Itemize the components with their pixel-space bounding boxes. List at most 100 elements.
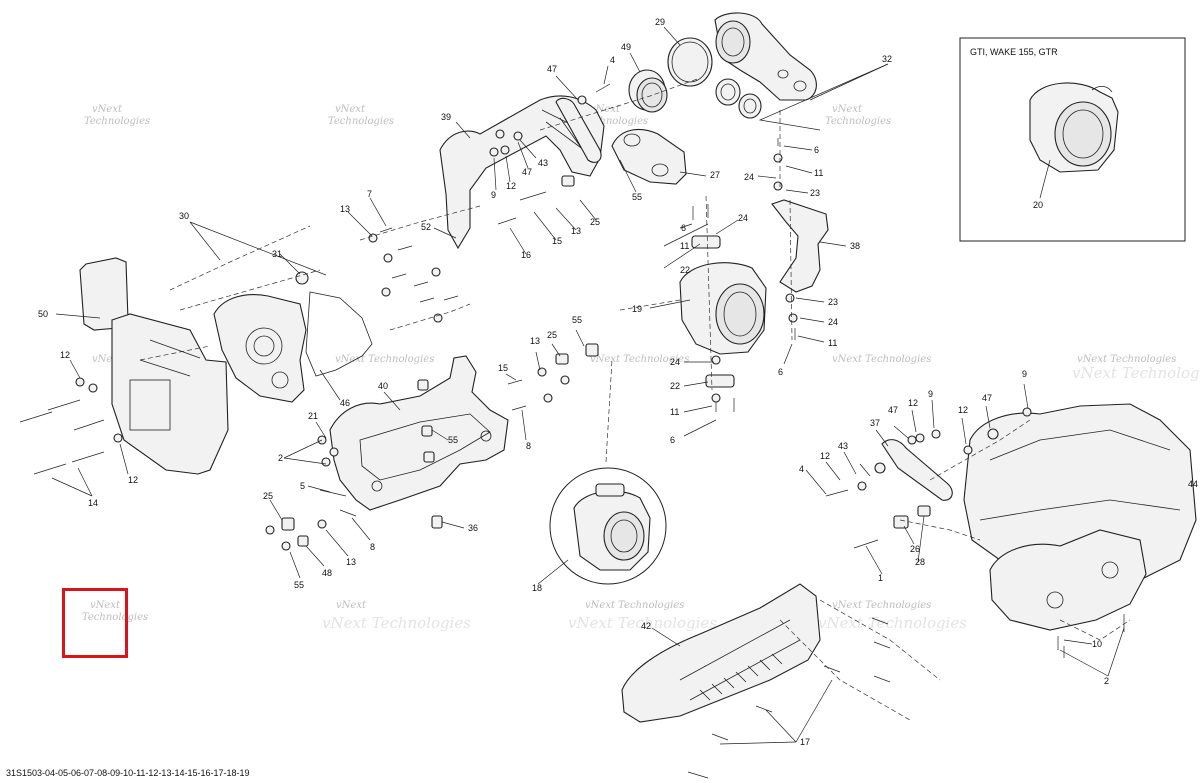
- watermark-top-left: vNext: [92, 104, 123, 115]
- watermark-mid-5-faint: vNext Technologies: [1072, 364, 1200, 382]
- callout-10: 10: [1092, 639, 1102, 649]
- watermark-bottom-3: vNext Technologies: [585, 600, 684, 611]
- callout-12-right-b: 12: [958, 405, 968, 415]
- callout-19: 19: [632, 304, 642, 314]
- watermark-bottom-4-faint: vNext Technologies: [818, 614, 967, 632]
- callout-6-mid: 6: [681, 223, 686, 233]
- inset-detail: [959, 37, 1186, 242]
- callout-6-right: 6: [778, 367, 783, 377]
- callout-12-top: 12: [506, 181, 516, 191]
- callout-12-lower-left: 12: [128, 475, 138, 485]
- callout-43: 43: [538, 158, 548, 168]
- callout-40: 40: [378, 381, 388, 391]
- watermark-mid-3: vNext Technologies: [590, 354, 689, 365]
- cover-gasket-part: [305, 291, 373, 377]
- callout-30: 30: [179, 211, 189, 221]
- callout-44: 44: [1188, 479, 1198, 489]
- link-arm-part: [881, 439, 953, 501]
- callout-labels: 29 49 4 47 32 6 11 24 23 39 43 9 12 47 5…: [38, 17, 1198, 747]
- callout-4-top: 4: [610, 55, 615, 65]
- leader-lines: [51, 26, 1125, 745]
- callout-11-top-right: 11: [814, 168, 823, 178]
- watermark-mid-4: vNext Technologies: [832, 354, 931, 365]
- callout-47-mid: 47: [522, 167, 532, 177]
- callout-13-top-mid: 13: [571, 226, 581, 236]
- callout-23-mid: 23: [828, 297, 838, 307]
- callout-2-right: 2: [1104, 676, 1109, 686]
- callout-7: 7: [367, 189, 372, 199]
- watermark-top-right: vNext: [832, 104, 863, 115]
- callout-18: 18: [532, 583, 542, 593]
- callout-31: 31: [272, 249, 282, 259]
- watermark-bottom-3-faint: vNext Technologies: [568, 614, 717, 632]
- watermark-top-mid-2: Technologies: [328, 116, 394, 127]
- inset-title: GTI, WAKE 155, GTR: [970, 47, 1058, 57]
- callout-8-low: 8: [370, 542, 375, 552]
- callout-25-top: 25: [590, 217, 600, 227]
- strap-bracket-part: [771, 199, 829, 293]
- callout-42: 42: [641, 621, 651, 631]
- callout-1: 1: [878, 573, 883, 583]
- callout-49: 49: [621, 42, 631, 52]
- callout-11-low: 11: [670, 407, 679, 417]
- callout-14: 14: [88, 498, 98, 508]
- callout-15-top: 15: [552, 236, 562, 246]
- callout-26: 26: [910, 544, 920, 554]
- assembly-lines: [139, 77, 1131, 721]
- callout-24-mid: 24: [738, 213, 748, 223]
- callout-16: 16: [521, 250, 531, 260]
- upper-assembly: [368, 12, 829, 412]
- callout-6-low: 6: [670, 435, 675, 445]
- callout-55-frame: 55: [448, 435, 458, 445]
- callout-43-right: 43: [838, 441, 848, 451]
- callout-12-right-c: 12: [820, 451, 830, 461]
- callout-5: 5: [300, 481, 305, 491]
- callout-28: 28: [915, 557, 925, 567]
- callout-13-mid: 13: [530, 336, 540, 346]
- callout-4-right: 4: [799, 464, 804, 474]
- callout-22-top: 22: [680, 265, 690, 275]
- callout-52: 52: [421, 222, 431, 232]
- callout-6-top-right: 6: [814, 145, 819, 155]
- callout-29: 29: [655, 17, 665, 27]
- callout-13-top-left: 13: [340, 204, 350, 214]
- callout-38: 38: [850, 241, 860, 251]
- callout-47-right: 47: [982, 393, 992, 403]
- callout-21: 21: [308, 411, 318, 421]
- callout-9-right: 9: [1022, 369, 1027, 379]
- right-assembly: [555, 97, 1197, 779]
- callout-12-right-a: 12: [908, 398, 918, 408]
- detail-view: [549, 467, 667, 585]
- watermark-bottom-2: vNext: [336, 600, 367, 611]
- callout-37: 37: [870, 418, 880, 428]
- callout-24-top-right: 24: [744, 172, 754, 182]
- callout-12-left: 12: [60, 350, 70, 360]
- watermark-top-left-2: Technologies: [84, 116, 150, 127]
- callout-15-mid: 15: [498, 363, 508, 373]
- watermark-bottom-4: vNext Technologies: [832, 600, 931, 611]
- watermark-top-right-2: Technologies: [825, 116, 891, 127]
- callout-47-right-b: 47: [888, 405, 898, 415]
- watermark-mid-2: vNext Technologies: [335, 354, 434, 365]
- callout-17: 17: [800, 737, 810, 747]
- callout-25-low: 25: [263, 491, 273, 501]
- callout-22-low: 22: [670, 381, 680, 391]
- callout-23-top: 23: [810, 188, 820, 198]
- callout-13-low: 13: [346, 557, 356, 567]
- watermark-bottom-left: vNext: [90, 600, 121, 611]
- gear-cover-part: [213, 294, 307, 403]
- left-assembly: [19, 257, 599, 551]
- highlight-box: [62, 588, 128, 658]
- callout-20: 20: [1033, 200, 1043, 210]
- callout-55-top: 55: [632, 192, 642, 202]
- watermarks: vNext Technologies vNext Technologies vN…: [82, 104, 1200, 632]
- callout-11-mid: 11: [680, 241, 689, 251]
- callout-50: 50: [38, 309, 48, 319]
- callout-47-top: 47: [547, 64, 557, 74]
- callout-9-right-b: 9: [928, 389, 933, 399]
- watermark-mid-5: vNext Technologies: [1077, 354, 1176, 365]
- fasteners-upper: [368, 83, 798, 412]
- watermark-top-mid: vNext: [335, 104, 366, 115]
- callout-32: 32: [882, 54, 892, 64]
